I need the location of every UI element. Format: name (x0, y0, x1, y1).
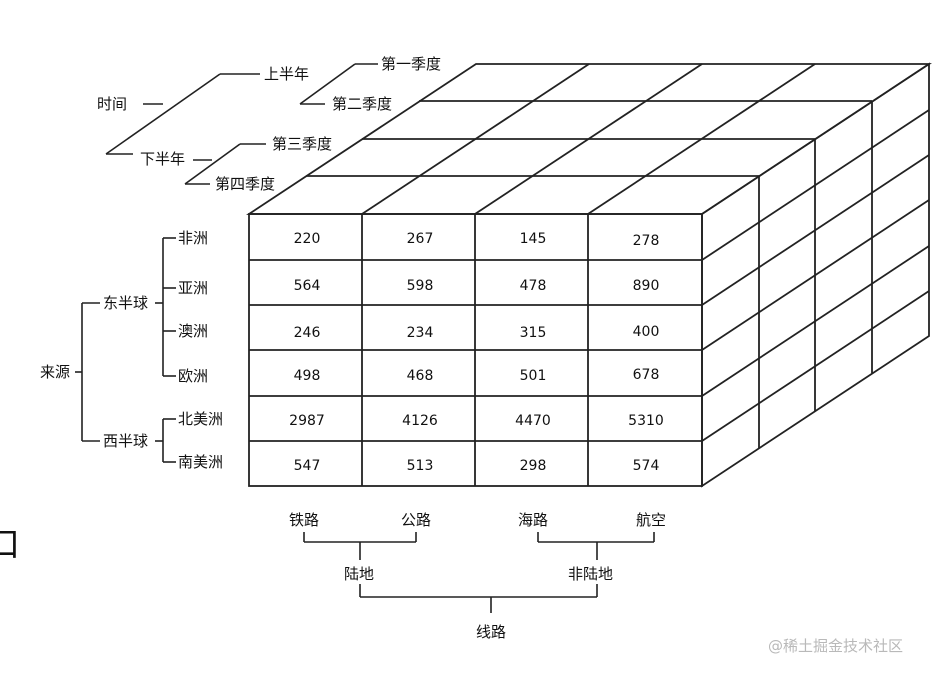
region-label: 亚洲 (178, 279, 208, 297)
right-diagonal (701, 245, 930, 397)
cell-value: 2987 (289, 413, 325, 429)
right-diagonal (701, 154, 930, 306)
right-diagonal (701, 109, 930, 261)
cell-value: 267 (407, 231, 434, 247)
cell-value: 547 (294, 458, 321, 474)
cube-wireframe (246, 62, 932, 488)
time-quarter-label: 第二季度 (332, 95, 392, 113)
time-connectors (105, 63, 378, 185)
watermark-text: @稀土掘金技术社区 (768, 637, 903, 655)
edge-glyph: 口 (0, 525, 20, 565)
route-connectors (303, 532, 655, 613)
cell-value: 246 (294, 325, 321, 341)
cell-value: 478 (520, 278, 547, 294)
source-root-label: 来源 (40, 363, 70, 381)
cell-value: 298 (520, 458, 547, 474)
route-mode-label: 海路 (518, 511, 548, 529)
cell-value: 513 (407, 458, 434, 474)
region-label: 欧洲 (178, 367, 208, 385)
time-half-label: 上半年 (264, 65, 309, 83)
hemisphere-label: 东半球 (103, 294, 148, 312)
time-hierarchy: 时间 上半年 下半年 第一季度 第二季度 第三季度 第四季度 (97, 55, 441, 193)
cell-value: 4470 (515, 413, 551, 429)
cell-values: 220 267 145 278 564 598 478 890 246 234 … (289, 231, 664, 474)
route-root-label: 线路 (476, 623, 506, 641)
top-diagonal (361, 63, 590, 215)
time-half-label: 下半年 (140, 150, 185, 168)
cell-value: 501 (520, 368, 547, 384)
cell-value: 498 (294, 368, 321, 384)
cell-value: 468 (407, 368, 434, 384)
cell-value: 890 (633, 278, 660, 294)
region-label: 南美洲 (178, 453, 223, 471)
cell-value: 598 (407, 278, 434, 294)
cell-value: 278 (633, 233, 660, 249)
cell-value: 234 (407, 325, 434, 341)
time-quarter-label: 第一季度 (381, 55, 441, 73)
region-label: 澳洲 (178, 322, 208, 340)
cell-value: 5310 (628, 413, 664, 429)
time-quarter-label: 第四季度 (215, 175, 275, 193)
cell-value: 145 (520, 231, 547, 247)
cell-value: 678 (633, 367, 660, 383)
right-diagonal (701, 290, 930, 442)
cell-value: 4126 (402, 413, 438, 429)
cell-value: 574 (633, 458, 660, 474)
route-hierarchy: 铁路 公路 海路 航空 陆地 非陆地 线路 (289, 511, 666, 641)
cell-value: 400 (633, 324, 660, 340)
region-label: 北美洲 (178, 410, 223, 428)
region-label: 非洲 (178, 229, 208, 247)
route-group-label: 陆地 (344, 565, 374, 583)
hemisphere-label: 西半球 (103, 432, 148, 450)
cell-value: 315 (520, 325, 547, 341)
route-mode-label: 公路 (401, 511, 431, 529)
cell-value: 220 (294, 231, 321, 247)
source-connectors (75, 237, 176, 463)
route-group-label: 非陆地 (568, 565, 613, 583)
time-root-label: 时间 (97, 95, 127, 113)
top-diagonal (474, 63, 703, 215)
route-mode-label: 铁路 (289, 511, 319, 529)
source-hierarchy: 来源 东半球 西半球 非洲 亚洲 澳洲 欧洲 北美洲 南美洲 (40, 229, 223, 471)
time-quarter-label: 第三季度 (272, 135, 332, 153)
top-diagonal (587, 63, 816, 215)
route-mode-label: 航空 (636, 511, 666, 529)
right-diagonal (701, 199, 930, 351)
cell-value: 564 (294, 278, 321, 294)
